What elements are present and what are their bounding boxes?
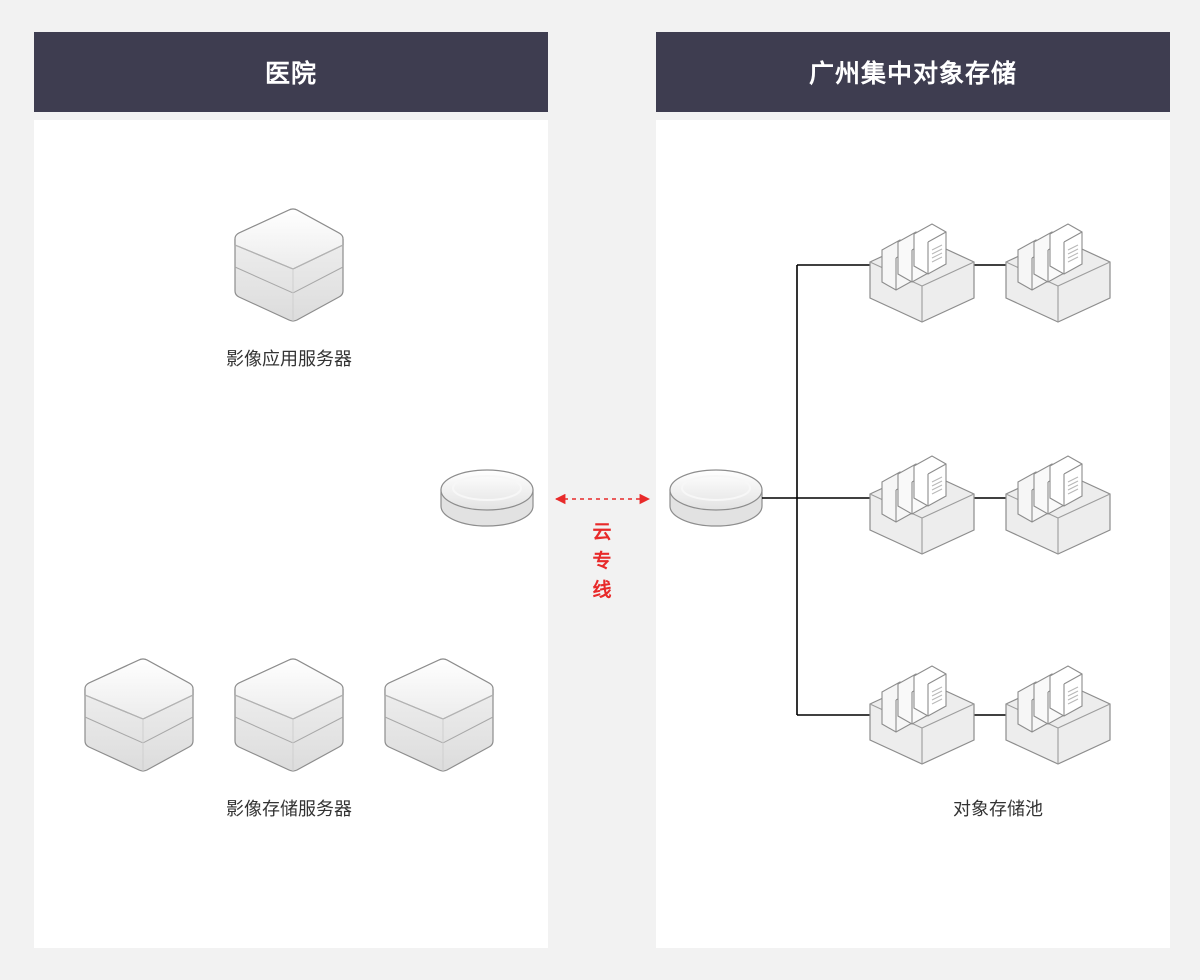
dedicated-line-label: 云 专 线: [592, 518, 611, 605]
storage-node-icon-2: [1005, 223, 1111, 323]
app-server-icon: [234, 208, 344, 322]
storage-node-icon-5: [869, 665, 975, 765]
storage-node-icon-3: [869, 455, 975, 555]
dedicated-line-char-1: 云: [592, 521, 612, 543]
dedicated-line-char-3: 线: [592, 579, 612, 601]
storage-server-label: 影像存储服务器: [226, 799, 352, 820]
storage-node-icon-4: [1005, 455, 1111, 555]
hospital-router-icon: [440, 469, 534, 527]
storage-pool-label: 对象存储池: [953, 799, 1043, 820]
storage-server-icon-1: [84, 658, 194, 772]
storage-server-icon-3: [384, 658, 494, 772]
hospital-panel-title: 医院: [34, 32, 548, 112]
storage-router-icon: [669, 469, 763, 527]
app-server-label: 影像应用服务器: [226, 349, 352, 370]
dedicated-line-char-2: 专: [592, 550, 612, 572]
storage-server-icon-2: [234, 658, 344, 772]
storage-node-icon-6: [1005, 665, 1111, 765]
pool-connections: [762, 264, 1008, 716]
storage-node-icon-1: [869, 223, 975, 323]
storage-panel-title: 广州集中对象存储: [656, 32, 1170, 112]
